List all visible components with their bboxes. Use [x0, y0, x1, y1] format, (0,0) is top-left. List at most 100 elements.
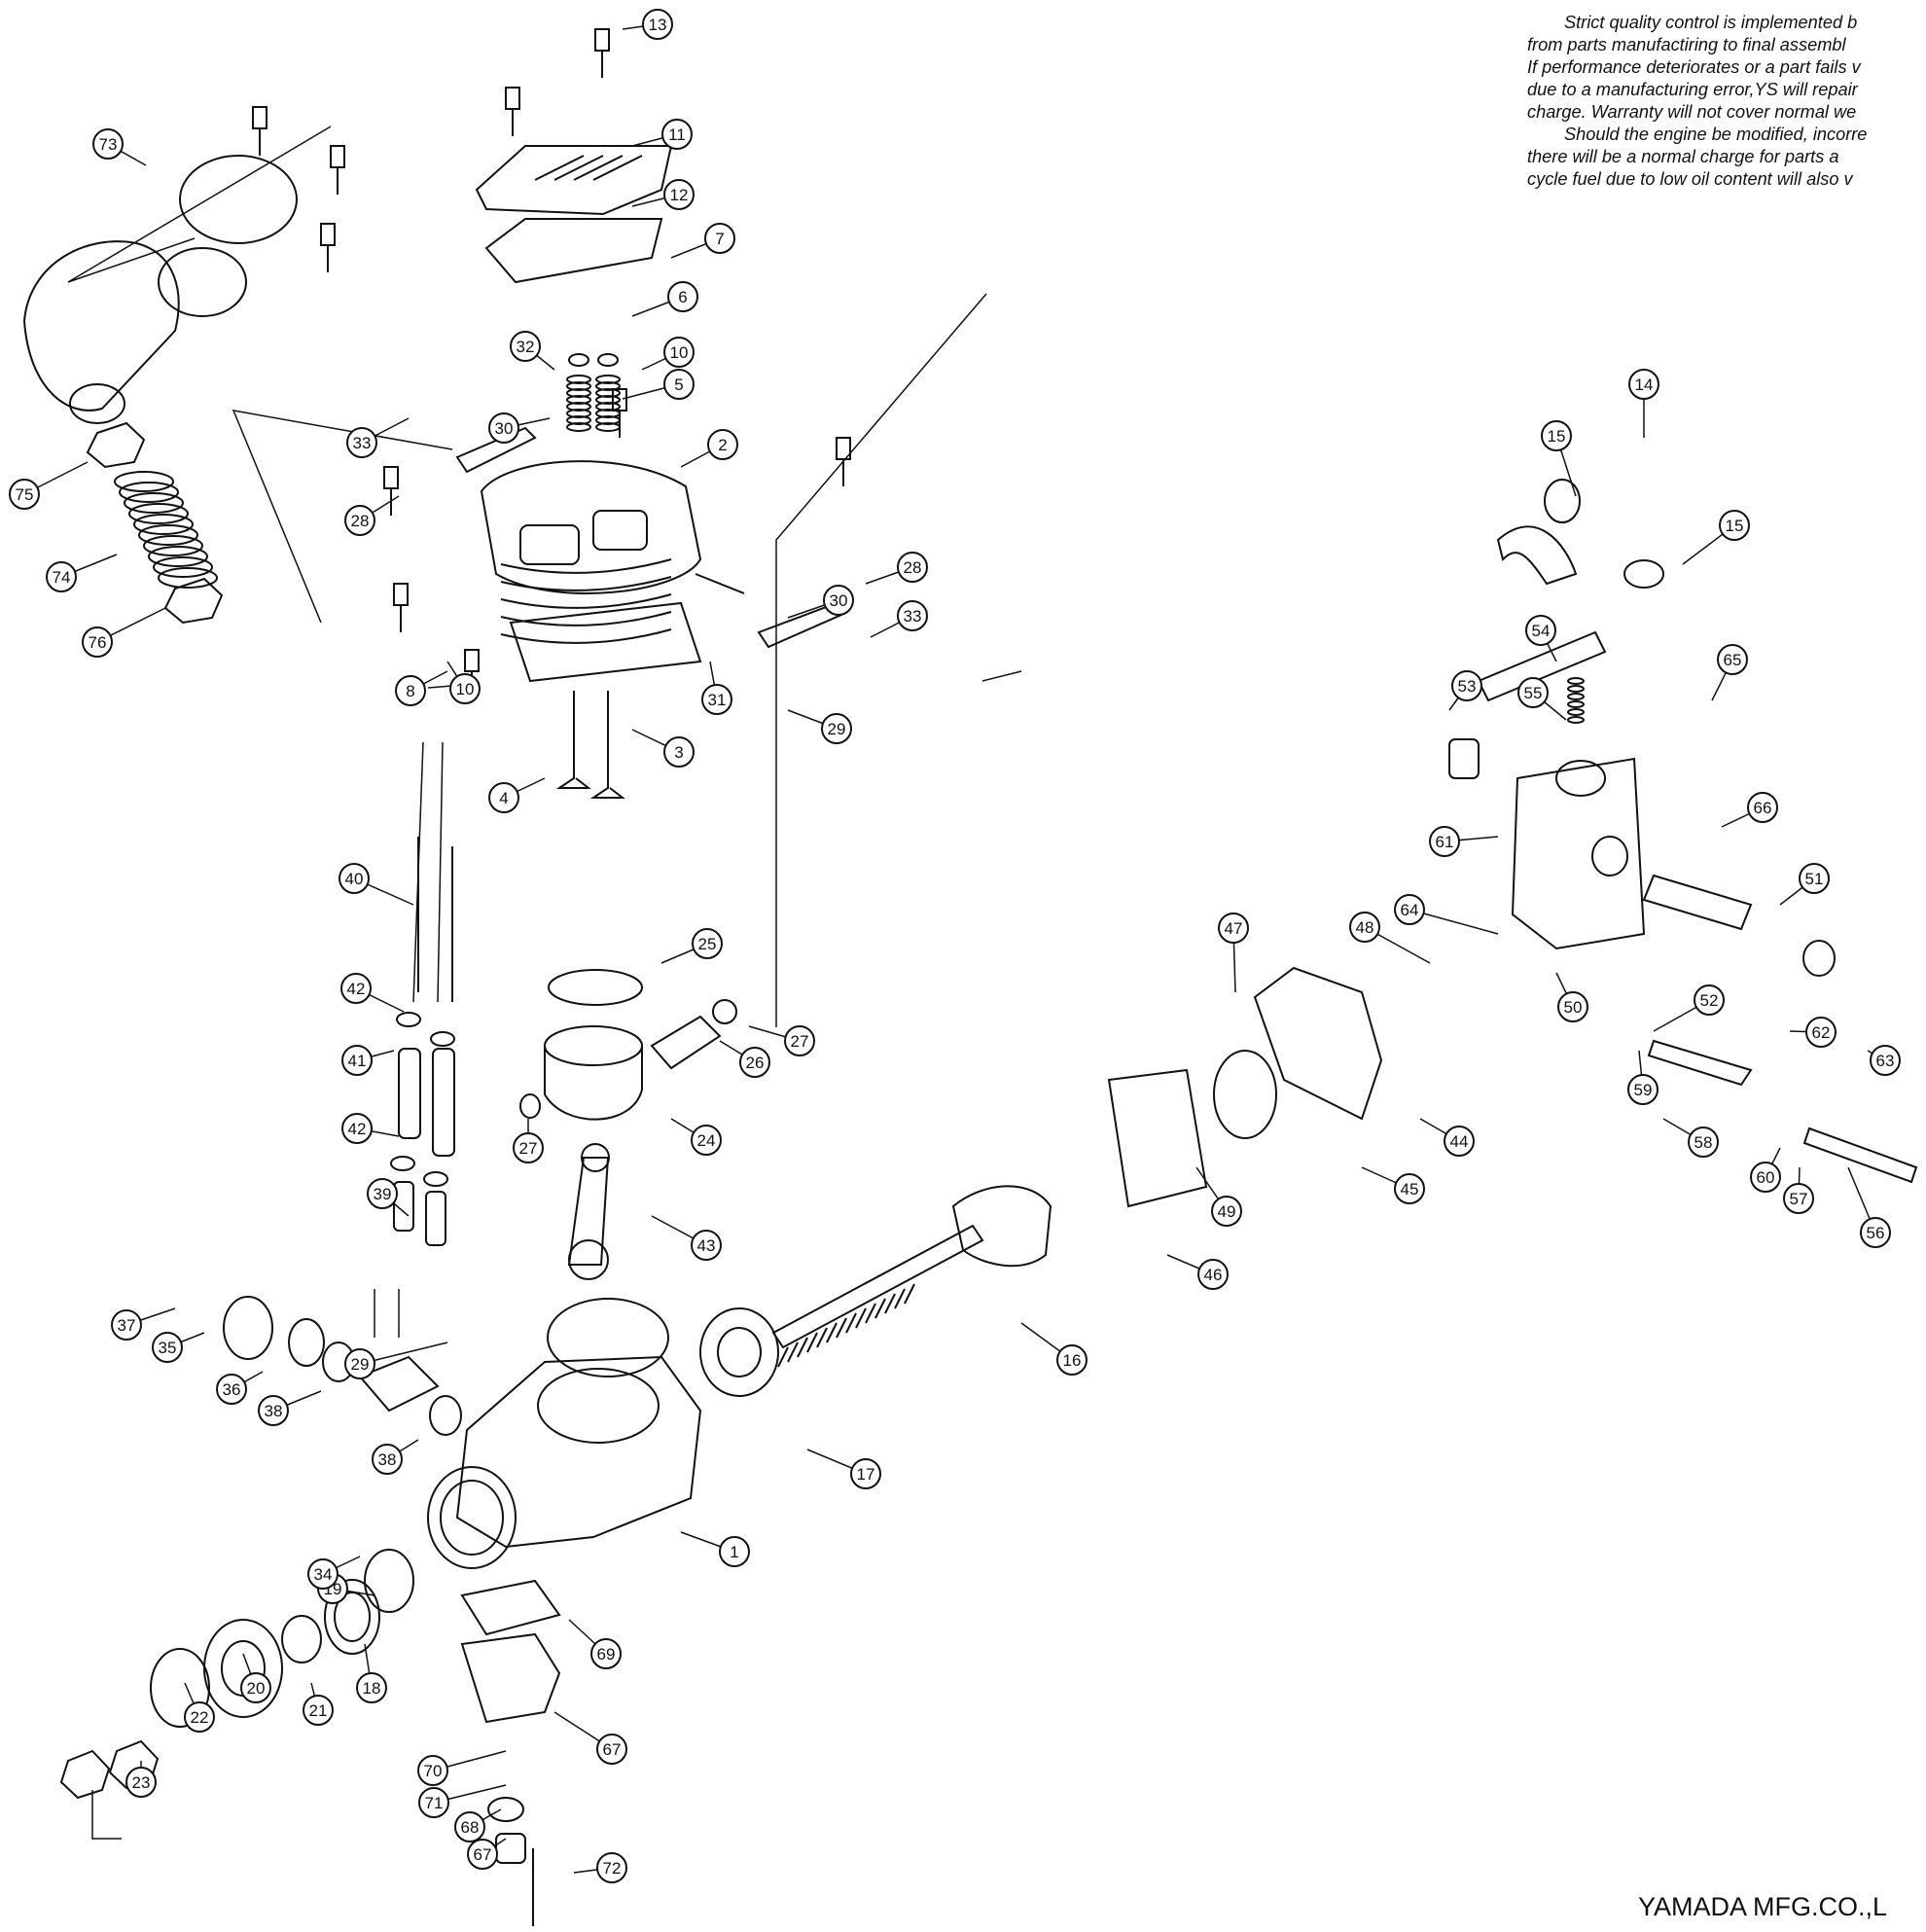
callout-circle — [663, 179, 695, 210]
callout-number: 48 — [1356, 918, 1374, 937]
bracket-line — [775, 293, 987, 1027]
callout-number: 67 — [474, 1845, 492, 1864]
callout-circle — [240, 1672, 271, 1703]
callout-circle — [346, 427, 377, 458]
crankcase-bore-drawing — [537, 1368, 660, 1444]
clip-drawing — [519, 1093, 541, 1119]
gasket-drawing — [460, 1579, 561, 1636]
spacer-drawing — [364, 1549, 414, 1613]
callout-number: 7 — [715, 230, 724, 248]
cooling-fin-drawing — [500, 576, 672, 591]
crankcase-nose-inner-drawing — [440, 1480, 504, 1556]
callout-number: 66 — [1754, 799, 1772, 817]
spring-drawing — [1567, 700, 1585, 708]
callout-circle — [367, 1178, 398, 1209]
callout-number: 42 — [347, 980, 366, 998]
cooling-fin-drawing — [500, 628, 672, 644]
callout-number: 42 — [348, 1120, 367, 1138]
callout-number: 68 — [461, 1818, 480, 1837]
piston-top-drawing — [544, 1025, 643, 1066]
callout-number: 50 — [1564, 998, 1583, 1017]
thread-drawing — [874, 1298, 886, 1319]
cylinder-base-drawing — [509, 601, 702, 683]
crank-web-drawing — [951, 1185, 1052, 1268]
warranty-line: Should the engine be modified, incorre — [1564, 125, 1868, 144]
callout-number: 26 — [746, 1054, 765, 1072]
callout-circle — [850, 1458, 881, 1489]
callout-circle — [510, 331, 541, 362]
piston-drawing — [544, 1046, 643, 1121]
exhaust-coupler-drawing — [119, 482, 179, 503]
callout-number: 33 — [353, 434, 372, 452]
warranty-text: Strict quality control is implemented b … — [1527, 12, 1926, 191]
bolt-drawing — [594, 28, 610, 52]
callout-circle — [1541, 420, 1572, 451]
rocker-shaft-drawing — [695, 573, 745, 594]
callout-number: 33 — [904, 607, 922, 626]
callout-number: 29 — [828, 720, 846, 738]
callout-number: 31 — [708, 691, 727, 709]
thread-drawing — [904, 1283, 915, 1305]
cylinder-head-drawing — [480, 460, 702, 594]
callout-circle — [1517, 677, 1549, 708]
callout-number: 51 — [1805, 870, 1824, 888]
throttle-barrel-drawing — [1642, 874, 1753, 931]
callout-circle — [692, 928, 723, 959]
bolt-drawing — [393, 583, 409, 606]
o-ring-drawing — [396, 1012, 421, 1027]
callout-circle — [704, 223, 735, 254]
callout-circle — [590, 1638, 622, 1669]
callout-number: 43 — [697, 1236, 716, 1255]
callout-number: 55 — [1524, 684, 1543, 702]
callout-circle — [596, 1852, 627, 1883]
callout-circle — [82, 626, 113, 658]
hex-nut-drawing — [163, 577, 224, 625]
bracket-line — [232, 410, 453, 624]
callout-circle — [707, 429, 738, 460]
callout-circle — [216, 1374, 247, 1405]
callout-number: 57 — [1790, 1190, 1808, 1208]
callout-circle — [691, 1125, 722, 1156]
spring-drawing — [1567, 693, 1585, 700]
callout-number: 64 — [1401, 901, 1419, 919]
callout-number: 15 — [1726, 517, 1744, 535]
prop-nut-drawing — [59, 1749, 111, 1800]
callout-number: 32 — [517, 338, 535, 356]
callout-circle — [1349, 912, 1380, 943]
callout-circle — [1799, 863, 1830, 894]
valve-drawing — [589, 691, 625, 799]
callout-circle — [823, 585, 854, 616]
callout-number: 12 — [670, 186, 689, 204]
thread-drawing — [787, 1342, 799, 1363]
callout-circle — [344, 1348, 375, 1379]
callout-circle — [1860, 1217, 1891, 1248]
bolt-drawing — [252, 106, 268, 129]
exhaust-coupler-drawing — [114, 471, 174, 492]
callout-circle — [642, 9, 673, 40]
callout-circle — [1394, 1173, 1425, 1204]
exhaust-coupler-drawing — [133, 514, 194, 535]
spring-drawing — [1567, 677, 1585, 685]
arm-drawing — [1448, 738, 1480, 779]
callout-number: 38 — [265, 1402, 283, 1420]
exhaust-coupler-drawing — [128, 503, 189, 524]
thread-drawing — [836, 1317, 847, 1339]
retainer-drawing — [568, 353, 589, 367]
callout-number: 10 — [456, 680, 475, 698]
callout-circle — [1211, 1196, 1242, 1227]
callout-number: 53 — [1458, 677, 1477, 696]
callout-circle — [513, 1132, 544, 1163]
callout-circle — [449, 673, 481, 704]
o-ring-drawing — [1623, 559, 1664, 589]
callout-circle — [1783, 1183, 1814, 1214]
callout-number: 13 — [649, 16, 667, 34]
callout-circle — [1444, 1126, 1475, 1157]
piston-pin-drawing — [650, 1015, 722, 1070]
callout-circle — [1218, 912, 1249, 944]
callout-number: 3 — [674, 743, 683, 762]
callout-number: 18 — [363, 1679, 381, 1698]
bracket-line — [91, 1790, 122, 1840]
valve-spring-drawing — [566, 422, 591, 432]
callout-number: 73 — [99, 135, 118, 154]
callout-number: 10 — [670, 343, 689, 362]
